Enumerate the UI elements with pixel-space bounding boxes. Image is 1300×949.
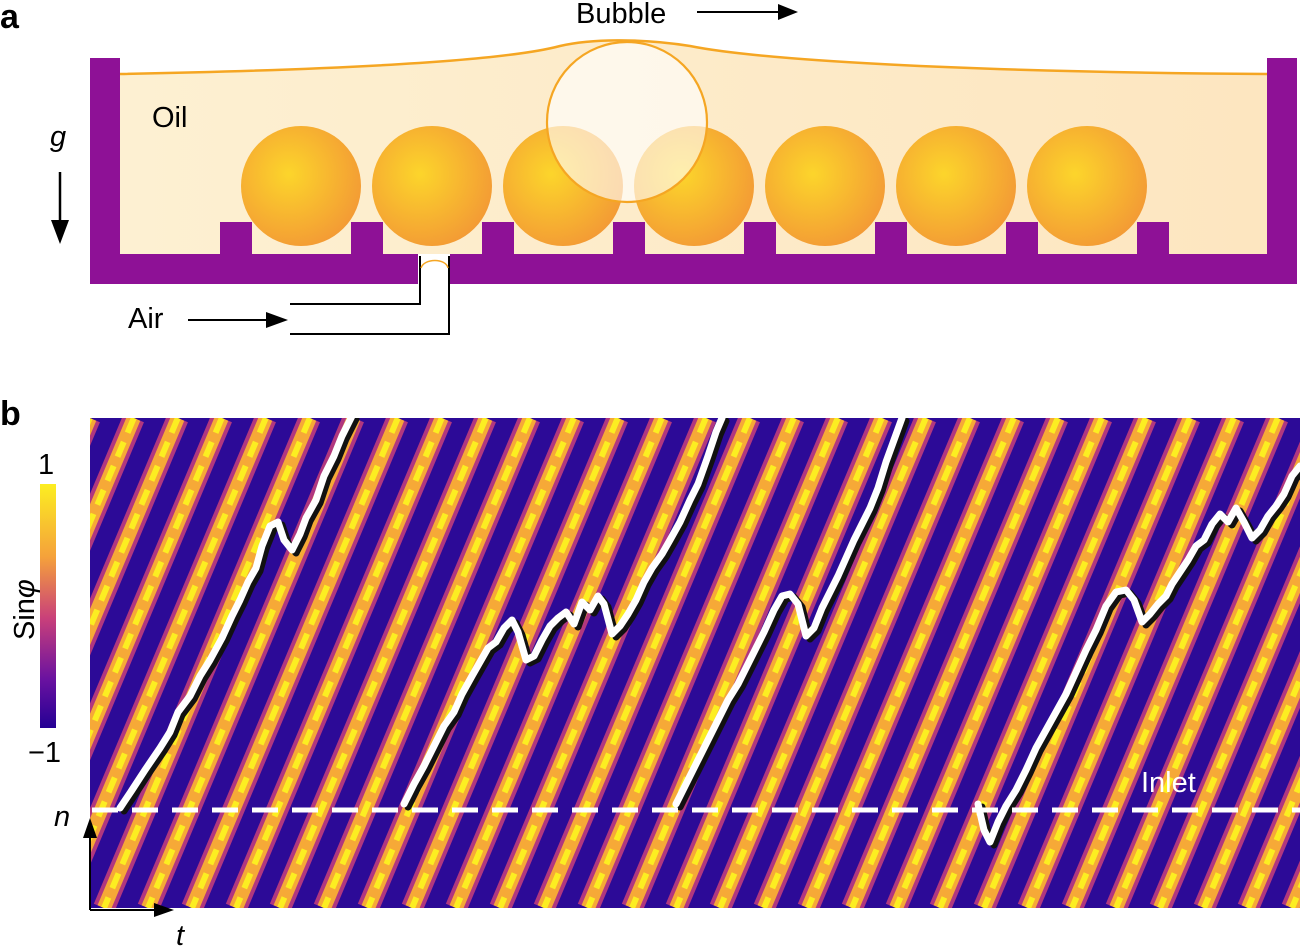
gravity-arrow (51, 172, 69, 244)
phase-stripe-core (277, 418, 489, 908)
air-label: Air (128, 303, 164, 335)
phase-stripe-core (233, 418, 445, 908)
phase-stripe-core (849, 418, 1061, 908)
phase-stripe-core (541, 418, 753, 908)
phase-stripe-core (717, 418, 929, 908)
phase-stripe-core (189, 418, 401, 908)
colorbar-label: Sinφ (9, 579, 41, 640)
bubble-direction-arrow (697, 4, 798, 20)
colorbar-label-prefix: Sin (9, 598, 41, 640)
kymograph-heatmap (0, 418, 1300, 908)
colorbar-min-label: −1 (28, 737, 61, 769)
air-bubble-emerging (420, 259, 449, 269)
y-axis-label: n (54, 801, 70, 833)
phase-stripe-core (90, 418, 137, 531)
phase-stripe-core (629, 418, 841, 908)
phase-stripe-core (1069, 418, 1281, 908)
oil-label: Oil (152, 102, 187, 134)
sphere-row (241, 126, 1147, 246)
phase-stripe-core (497, 418, 709, 908)
panel-b-letter: b (0, 395, 21, 433)
phase-stripe-core (761, 418, 973, 908)
bubble (545, 40, 709, 204)
panel-a: a (0, 0, 1297, 335)
phase-stripe-core (805, 418, 1017, 908)
phase-stripe-core (1201, 671, 1300, 908)
air-inlet-tube (290, 256, 450, 335)
oil-surface (119, 39, 1268, 76)
phase-stripe-core (321, 418, 533, 908)
phase-stripe-core (1025, 418, 1237, 908)
gravity-label: g (50, 121, 66, 153)
phase-stripe-core (1245, 776, 1300, 908)
phase-stripe-core (409, 418, 621, 908)
phase-stripe-core (453, 418, 665, 908)
panel-a-letter: a (0, 0, 20, 36)
phase-stripe-halo (0, 418, 46, 908)
phase-stripe-core (90, 418, 225, 740)
bubble-label: Bubble (576, 0, 666, 30)
sphere (372, 126, 492, 246)
trajectory (400, 418, 726, 808)
sphere (765, 126, 885, 246)
phase-stripe-core (585, 418, 797, 908)
phase-stripe-core (90, 418, 181, 635)
sphere (896, 126, 1016, 246)
inlet-label: Inlet (1141, 767, 1196, 799)
trajectory (672, 418, 906, 808)
phase-stripe-core (937, 418, 1149, 908)
phase-stripes (0, 418, 1300, 908)
colorbar-label-symbol: φ (9, 579, 41, 598)
phase-stripe (0, 418, 46, 908)
phase-stripe-core (1157, 566, 1300, 908)
panel-b: b Inlet 1 −1 (0, 395, 1300, 949)
trajectory-shadow (120, 418, 360, 815)
phase-stripe-core (893, 418, 1105, 908)
phase-stripe-core (365, 418, 577, 908)
bubble-trajectories (116, 418, 1300, 849)
sphere (241, 126, 361, 246)
air-flow-arrow (188, 312, 288, 328)
phase-stripe-core (90, 418, 269, 845)
trajectory (116, 418, 355, 812)
container (90, 58, 1297, 284)
trajectory (974, 462, 1300, 846)
colorbar (40, 484, 56, 728)
phase-stripe-core (0, 418, 46, 908)
colorbar-max-label: 1 (38, 449, 54, 481)
axes (83, 818, 174, 917)
sphere (1027, 126, 1147, 246)
x-axis-label: t (176, 920, 186, 949)
phase-stripe-core (673, 418, 885, 908)
